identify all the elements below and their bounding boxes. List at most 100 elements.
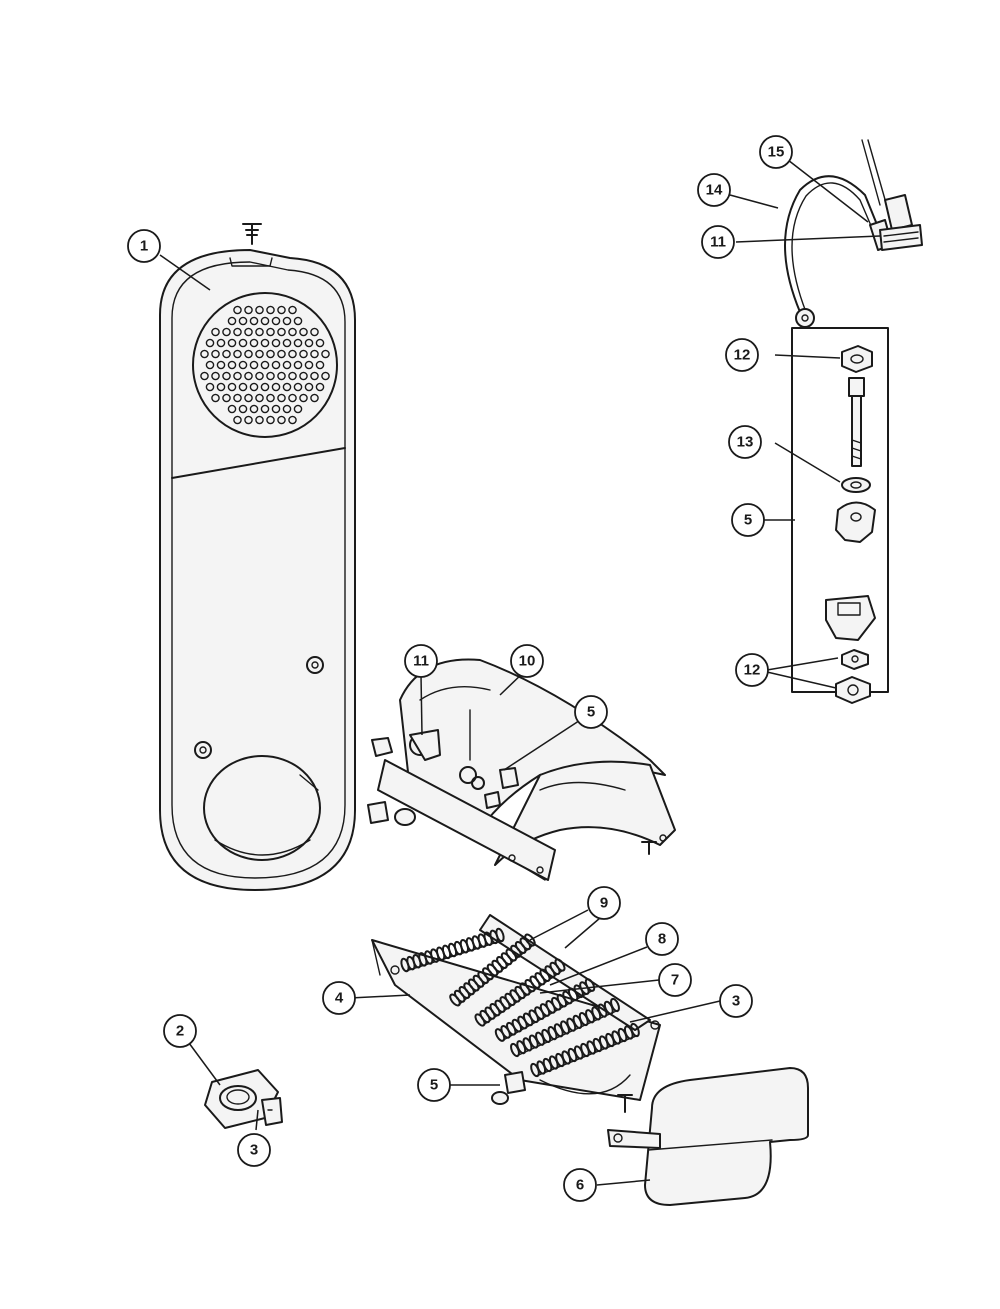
grille-hole <box>260 382 270 392</box>
grille-hole <box>277 393 286 403</box>
grille-hole <box>255 371 264 381</box>
callout-1-label: 1 <box>140 238 148 255</box>
callout-13: 13 <box>728 425 762 459</box>
grille-hole <box>233 371 242 381</box>
grille-hole <box>266 393 275 403</box>
grille-hole <box>260 360 270 370</box>
callout-2-label: 2 <box>176 1023 184 1040</box>
grille-hole <box>266 415 275 425</box>
grille-hole <box>238 404 248 414</box>
lower-insulators <box>491 1071 526 1105</box>
callout-3a-label: 3 <box>250 1142 258 1159</box>
grille-hole <box>255 393 264 403</box>
grille-hole <box>304 360 314 370</box>
panel-screw <box>242 223 262 245</box>
grille-hole <box>310 349 319 359</box>
callout-6: 6 <box>563 1168 597 1202</box>
grille-hole <box>216 382 226 392</box>
grille-hole <box>282 382 292 392</box>
heating-coils <box>400 927 640 1078</box>
grille-hole <box>315 338 325 348</box>
callout-5-terminal: 5 <box>731 503 765 537</box>
thermostat <box>204 1069 283 1129</box>
grille-hole <box>244 393 253 403</box>
grille-hole <box>238 316 248 326</box>
grille-hole <box>288 371 297 381</box>
grille-hole <box>315 382 325 392</box>
callout-15-label: 15 <box>768 144 785 161</box>
terminal-stud-parts <box>825 345 876 704</box>
callout-9: 9 <box>587 886 621 920</box>
callout-11-wire: 11 <box>701 225 735 259</box>
grille-hole <box>249 404 259 414</box>
grille-hole <box>266 327 275 337</box>
callout-5-shield: 5 <box>574 695 608 729</box>
coil-edge <box>502 989 594 1041</box>
grille-hole <box>233 305 242 315</box>
callout-6-label: 6 <box>576 1177 584 1194</box>
callout-12a-label: 12 <box>734 347 751 364</box>
grille-hole <box>282 404 292 414</box>
callout-5-lower: 5 <box>417 1068 451 1102</box>
grille-hole <box>310 393 319 403</box>
shield-hardware <box>367 729 657 855</box>
coil-edge <box>516 1009 619 1057</box>
grille-hole <box>211 371 220 381</box>
callout-12-bottom: 12 <box>735 653 769 687</box>
grille-hole <box>315 360 325 370</box>
grille-hole <box>277 327 286 337</box>
grille-hole <box>277 305 286 315</box>
grille-hole <box>227 360 237 370</box>
callout-3-element: 3 <box>719 984 753 1018</box>
callout-5a-label: 5 <box>587 704 595 721</box>
wire-assembly <box>784 139 923 328</box>
callout-9-label: 9 <box>600 895 608 912</box>
grille-hole <box>233 393 242 403</box>
callout-5b-label: 5 <box>430 1077 438 1094</box>
grille-hole <box>249 360 259 370</box>
grille-hole <box>249 338 259 348</box>
callout-8-label: 8 <box>658 931 666 948</box>
coil-edge <box>406 940 503 972</box>
grille-hole <box>233 349 242 359</box>
callout-12-top: 12 <box>725 338 759 372</box>
grille-hole <box>249 382 259 392</box>
grille-hole <box>293 382 303 392</box>
callout-14: 14 <box>697 173 731 207</box>
callout-10-label: 10 <box>519 653 536 670</box>
grille-hole <box>222 393 231 403</box>
grille-hole <box>293 338 303 348</box>
grille-hole <box>277 349 286 359</box>
grille-hole <box>288 305 297 315</box>
grille-hole <box>233 327 242 337</box>
grille-hole <box>211 349 220 359</box>
grille-hole <box>293 316 303 326</box>
grille-hole <box>266 371 275 381</box>
callout-12b-label: 12 <box>744 662 761 679</box>
coil-edge <box>536 1034 638 1077</box>
grille-hole <box>304 382 314 392</box>
grille-hole <box>277 415 286 425</box>
grille-hole <box>255 327 264 337</box>
grille-hole <box>288 327 297 337</box>
heating-element-assembly <box>371 914 661 1101</box>
grille-hole <box>293 360 303 370</box>
grille-hole <box>260 338 270 348</box>
leader-lines <box>159 159 881 1186</box>
callout-7: 7 <box>658 963 692 997</box>
grille-hole <box>244 371 253 381</box>
grille-hole <box>271 404 281 414</box>
grille-hole <box>282 338 292 348</box>
grille-hole <box>299 349 308 359</box>
grille-hole <box>216 338 226 348</box>
grille-hole <box>244 305 253 315</box>
grille-hole <box>200 349 209 359</box>
grille-hole <box>310 371 319 381</box>
grille-hole <box>271 316 281 326</box>
grille-hole <box>255 415 264 425</box>
grille-hole <box>222 327 231 337</box>
callout-13-label: 13 <box>737 434 754 451</box>
grille-hole <box>288 393 297 403</box>
grille-hole <box>205 382 215 392</box>
